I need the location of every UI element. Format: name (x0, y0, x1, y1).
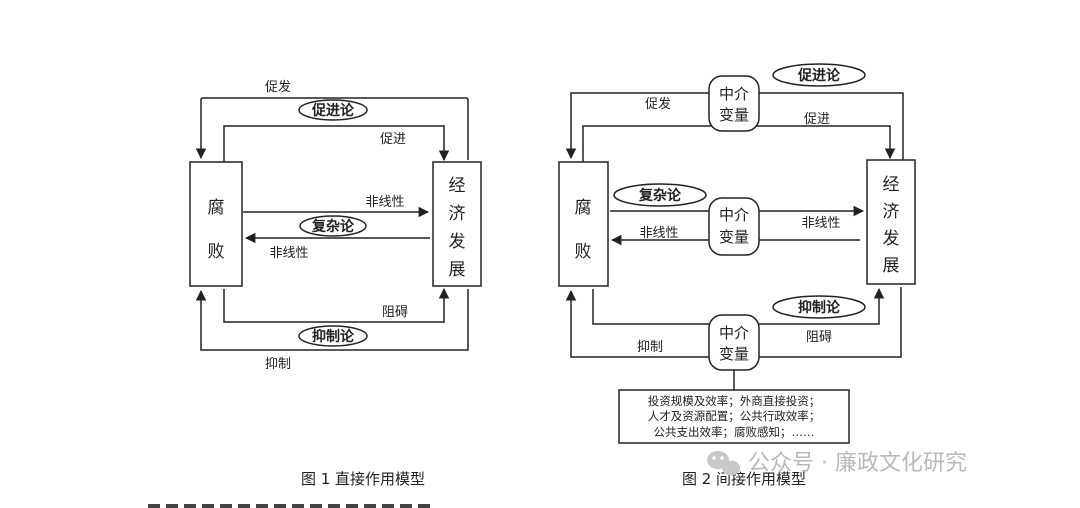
fig2-mediator-bottom-line-2: 变量 (719, 345, 749, 363)
fig2-nonlinear-left-label: 非线性 (639, 226, 678, 241)
fig1-promote-inner-arrow (223, 125, 450, 162)
fig1-promote-theory-oval (298, 99, 368, 121)
fig2-growth-box (866, 159, 916, 285)
fig2-growth-char-3: 发 (883, 229, 900, 249)
fig2-corruption-char-2: 败 (575, 242, 592, 262)
fig2-mediator-middle-line-1: 中介 (719, 206, 749, 224)
fig1-caption: 图 1 直接作用模型 (301, 470, 425, 488)
fig2-note-box (618, 389, 850, 444)
fig2-inhibit-theory-label: 抑制论 (798, 299, 841, 316)
watermark: 公众号 · 廉政文化研究 (707, 451, 967, 476)
fig2-note-line-1: 投资规模及效率；外商直接投资； (648, 394, 821, 408)
fig1-growth-char-2: 济 (449, 204, 466, 224)
fig2-promote-theory-label: 促进论 (797, 67, 841, 84)
fig2-mediator-box-bottom (708, 314, 760, 371)
fig1-inhibit-theory-oval (298, 325, 368, 347)
fig2-complex-theory-oval (613, 183, 707, 207)
watermark-text: 公众号 · 廉政文化研究 (748, 451, 967, 476)
fig2-growth-char-4: 展 (883, 256, 900, 276)
fig1-growth-char-4: 展 (449, 260, 466, 280)
fig1-nonlinear-right-label: 非线性 (365, 195, 404, 210)
fig2-mediator-bottom-line-1: 中介 (719, 324, 749, 342)
wechat-icon (707, 451, 740, 476)
fig2-note-line-3: 公共支出效率；腐败感知；…… (654, 425, 815, 439)
fig1-corruption-box (189, 161, 243, 287)
fig2-mediator-box-top (708, 75, 760, 132)
fig1-inhibit-outer-label: 抑制 (265, 357, 291, 372)
fig1-growth-char-3: 发 (449, 232, 466, 252)
fig1-hinder-inner-label: 阻碍 (382, 305, 408, 320)
fig2-corruption-box (558, 161, 609, 287)
figure-1-direct-model: 腐 败 经 济 发 展 促进论 复杂论 抑制论 促发 促进 非线性 非线性 阻碍… (189, 79, 482, 488)
fig2-growth-char-1: 经 (883, 175, 900, 195)
fig1-hinder-inner-arrow (223, 287, 450, 323)
fig2-promote-theory-oval (772, 63, 866, 87)
fig1-nonlinear-left-label: 非线性 (269, 246, 308, 261)
fig2-complex-theory-label: 复杂论 (638, 187, 682, 204)
fig1-growth-box (432, 161, 482, 287)
fig2-caption: 图 2 间接作用模型 (682, 470, 806, 488)
fig2-mediator-top-line-2: 变量 (719, 106, 749, 124)
fig1-complex-theory-label: 复杂论 (311, 218, 355, 235)
fig1-promote-outer-label: 促发 (265, 79, 291, 95)
fig2-inhibit-outer-label: 抑制 (637, 340, 663, 355)
fig1-promote-theory-label: 促进论 (311, 102, 355, 119)
fig1-corruption-char-1: 腐 (208, 198, 225, 218)
fig2-mediator-top-line-1: 中介 (719, 85, 749, 103)
fig1-promote-outer-arrow (195, 97, 469, 160)
fig2-inhibit-theory-oval (772, 295, 866, 319)
fig2-mediator-box-middle (708, 197, 760, 256)
fig2-nonlinear-right-label: 非线性 (801, 216, 840, 231)
fig1-corruption-char-2: 败 (208, 242, 225, 262)
fig2-promote-inner-label: 促进 (804, 112, 830, 127)
fig1-growth-char-1: 经 (449, 176, 466, 196)
fig1-complex-theory-oval (299, 215, 367, 237)
fig2-promote-outer-label: 促发 (645, 96, 671, 112)
fig2-mediator-middle-line-2: 变量 (719, 228, 749, 246)
fig1-inhibit-theory-label: 抑制论 (312, 328, 355, 345)
fig2-growth-char-2: 济 (883, 202, 900, 222)
cut-off-text-line (148, 504, 430, 508)
fig1-inhibit-outer-arrow (195, 289, 469, 351)
fig2-corruption-char-1: 腐 (575, 198, 592, 218)
fig2-note-line-2: 人才及资源配置；公共行政效率； (648, 409, 821, 423)
fig2-hinder-inner-label: 阻碍 (806, 330, 832, 345)
figure-2-indirect-model: 腐 败 经 济 发 展 中介 变量 中介 变量 中介 变量 促进论 复杂论 抑制… (558, 63, 916, 488)
fig1-promote-inner-label: 促进 (380, 132, 406, 147)
